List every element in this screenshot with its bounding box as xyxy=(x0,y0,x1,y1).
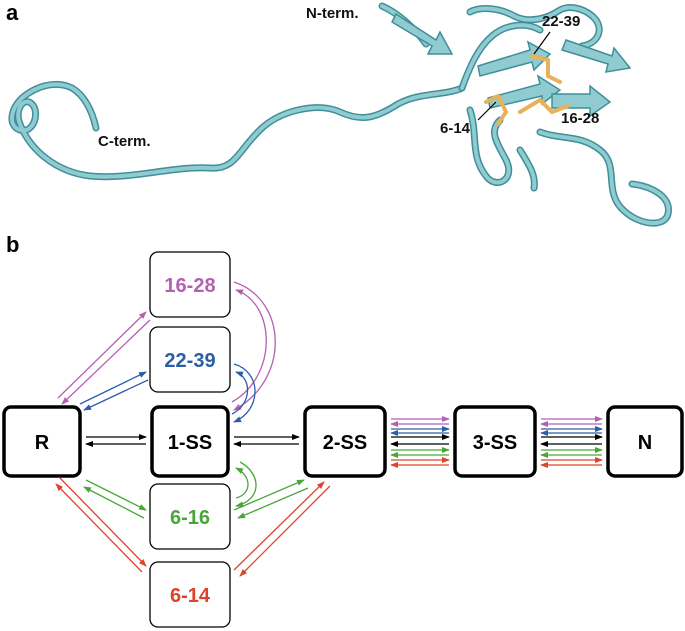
intermediate-box-6-14 xyxy=(149,561,231,628)
intermediate-label-6-14: 6-14 xyxy=(170,585,211,607)
arrow-blue-r-22-39-fwd xyxy=(79,371,147,405)
arrow-red-r-6-14-rev xyxy=(55,483,143,573)
intermediate-boxes xyxy=(149,251,231,628)
state-label-r: R xyxy=(35,432,50,454)
intermediate-box-16-28 xyxy=(149,251,231,318)
arrow-purple-r-16-28-fwd xyxy=(57,311,147,399)
arrow-purple-curve-16-28-1ss xyxy=(233,281,276,411)
disulfide-6-14 xyxy=(484,93,509,126)
arrow-red-6-14-2ss-rev xyxy=(239,485,331,577)
ribbon-inner xyxy=(460,23,542,190)
disulfide-label-22-39: 22-39 xyxy=(542,13,580,30)
n-term-label: N-term. xyxy=(306,5,359,22)
state-boxes xyxy=(2,405,684,478)
diagonal-arrows xyxy=(55,311,331,577)
main-arrows xyxy=(85,434,603,447)
ribbon-loop xyxy=(538,130,671,225)
beta-strand xyxy=(487,74,562,109)
intermediate-label-22-39: 22-39 xyxy=(164,350,215,372)
state-label-n: N xyxy=(638,432,652,454)
ribbon-coil-edge xyxy=(8,80,466,181)
panel-a-label: a xyxy=(6,0,19,25)
state-label-1ss: 1-SS xyxy=(168,432,212,454)
state-box-1ss xyxy=(150,405,230,478)
state-label-3ss: 3-SS xyxy=(473,432,517,454)
intermediate-label-6-16: 6-16 xyxy=(170,507,210,529)
arrow-purple-r-16-28-rev xyxy=(61,319,151,405)
beta-strands xyxy=(391,12,632,118)
disulfide-bonds xyxy=(484,54,570,126)
state-box-3ss xyxy=(453,405,537,478)
state-box-n xyxy=(606,405,684,478)
c-term-label: C-term. xyxy=(98,133,151,150)
ribbon-loop-edge xyxy=(536,128,672,227)
arrow-green-curve-6-16-1ss xyxy=(235,467,249,499)
state-box-2ss xyxy=(303,405,387,478)
arrow-purple-curve-1ss-16-28 xyxy=(231,289,267,403)
disulfide-16-28 xyxy=(518,97,570,115)
arrow-green-6-16-2ss-rev xyxy=(237,487,309,519)
arrow-green-r-6-16-rev xyxy=(83,486,145,519)
callout-lines xyxy=(477,31,551,121)
panel-b-label: b xyxy=(6,232,19,257)
state-box-r xyxy=(2,405,82,478)
arrow-red-6-14-2ss-fwd xyxy=(233,481,325,571)
state-label-2ss: 2-SS xyxy=(323,432,367,454)
disulfide-label-6-14: 6-14 xyxy=(440,120,471,137)
callout-22-39 xyxy=(533,31,551,55)
disulfide-22-39 xyxy=(530,54,562,84)
arrow-blue-curve-22-39-1ss xyxy=(233,363,256,423)
beta-strand xyxy=(391,12,454,55)
arrow-green-curve-1ss-6-16 xyxy=(235,461,257,508)
beta-strand xyxy=(561,39,632,73)
intermediate-box-22-39 xyxy=(149,326,231,393)
arrow-green-r-6-16-fwd xyxy=(85,479,147,511)
intermediate-label-16-28: 16-28 xyxy=(164,275,215,297)
ribbon-helix xyxy=(468,5,602,48)
colored-parallel-arrows xyxy=(390,416,603,468)
arrow-blue-r-22-39-rev xyxy=(83,379,149,411)
callout-6-14 xyxy=(477,101,497,121)
intermediate-box-6-16 xyxy=(149,483,231,550)
curved-arrows xyxy=(231,281,276,508)
disulfide-label-16-28: 16-28 xyxy=(561,110,599,127)
arrow-blue-curve-1ss-22-39 xyxy=(231,371,249,415)
arrow-red-r-6-14-fwd xyxy=(59,477,147,567)
beta-strand xyxy=(477,40,552,77)
ribbon-coil xyxy=(10,82,464,179)
arrow-green-6-16-2ss-fwd xyxy=(233,479,305,511)
